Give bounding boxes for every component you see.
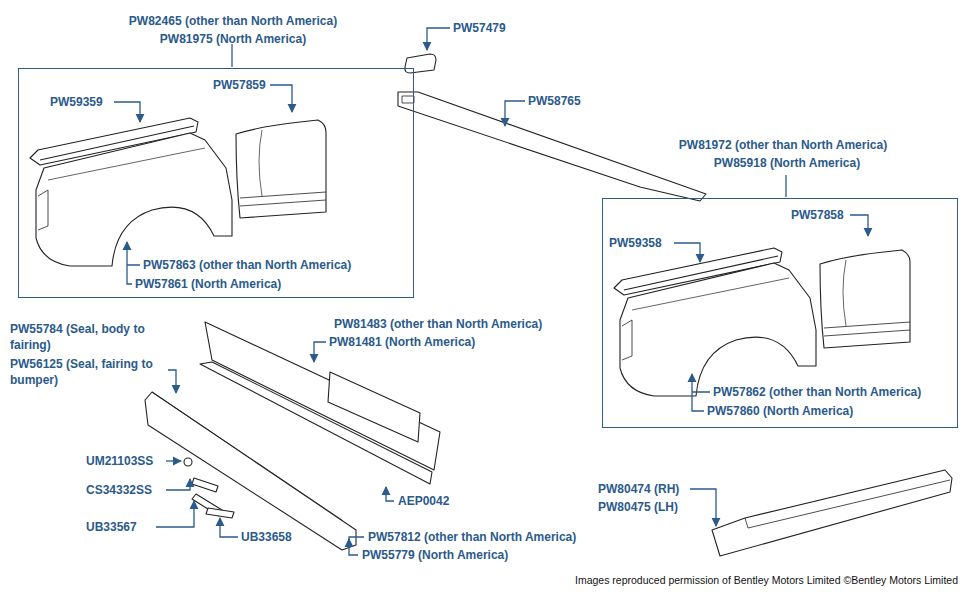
- part-number: PW57858: [791, 208, 844, 224]
- part-number: PW58765: [528, 94, 581, 110]
- assembly-part-number: PW81972 (other than North America): [679, 138, 887, 152]
- assembly-part-number: PW82465 (other than North America): [129, 14, 337, 28]
- assembly-part-number: PW81975 (North America): [160, 32, 306, 46]
- part-number: PW57812 (other than North America): [368, 530, 576, 546]
- part-number: PW81481 (North America): [329, 335, 475, 351]
- part-number: UB33567: [86, 520, 137, 536]
- part-number: PW81483 (other than North America): [334, 317, 542, 333]
- part-number: PW57861 (North America): [135, 277, 281, 293]
- wing-panel-right: [614, 248, 910, 396]
- part-number: CS34332SS: [86, 483, 152, 499]
- part-number: PW59359: [50, 95, 103, 111]
- leader-lines: [114, 28, 868, 555]
- trim-parts: [145, 54, 952, 556]
- part-number: PW80474 (RH): [598, 482, 679, 498]
- assembly-part-number: PW85918 (North America): [714, 156, 860, 170]
- part-number: PW80475 (LH): [598, 500, 678, 516]
- part-number: UB33658: [241, 530, 292, 546]
- part-number: PW59358: [609, 236, 662, 252]
- part-number: PW57859: [213, 78, 266, 94]
- part-number: PW57860 (North America): [707, 404, 853, 420]
- copyright-note: Images reproduced permission of Bentley …: [575, 574, 958, 588]
- part-number: PW57479: [453, 21, 506, 37]
- part-number: PW57862 (other than North America): [713, 385, 921, 401]
- part-number: AEP0042: [398, 494, 449, 510]
- part-number: UM21103SS: [86, 454, 153, 470]
- wing-panel-left: [30, 118, 326, 266]
- part-number: PW56125 (Seal, fairing to bumper): [10, 357, 168, 388]
- part-number: PW57863 (other than North America): [143, 258, 351, 274]
- part-number: PW55784 (Seal, body to fairing): [10, 322, 168, 353]
- part-number: PW55779 (North America): [362, 548, 508, 564]
